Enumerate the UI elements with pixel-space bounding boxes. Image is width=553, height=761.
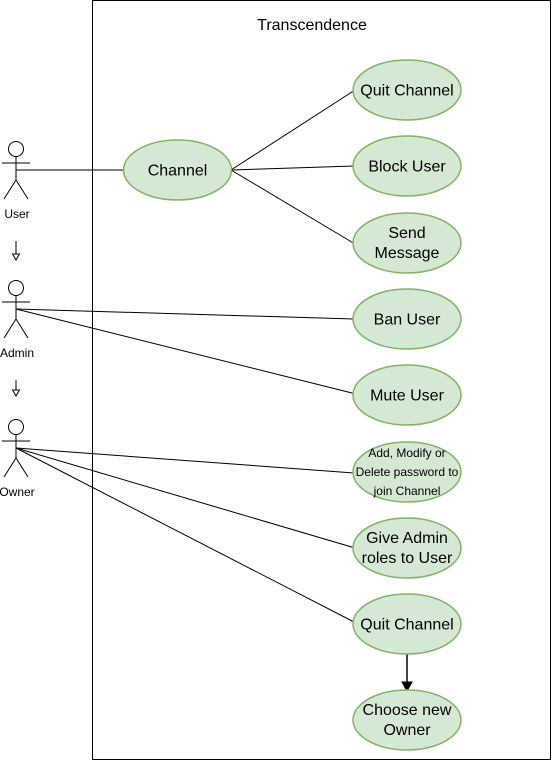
arrow-user-admin-head bbox=[11, 253, 21, 261]
actor-admin[interactable] bbox=[2, 280, 30, 339]
usecase-choose-new-owner-label-2: Owner bbox=[383, 722, 431, 739]
usecase-ban-user-label: Ban User bbox=[374, 312, 441, 329]
assoc-channel-quit bbox=[230, 89, 356, 171]
associations bbox=[15, 89, 357, 624]
usecase-block-user-label: Block User bbox=[368, 159, 446, 176]
usecase-password-label-3: join Channel bbox=[373, 484, 441, 498]
usecase-give-admin-label-2: roles to User bbox=[362, 550, 453, 567]
actor-owner-label: Owner bbox=[0, 485, 35, 499]
system-boundary bbox=[92, 0, 551, 760]
usecase-send-message-label-2: Message bbox=[375, 245, 440, 262]
usecase-password-label-1: Add, Modify or bbox=[368, 446, 445, 460]
system-title: Transcendence bbox=[257, 17, 367, 34]
usecase-mute-user-label: Mute User bbox=[370, 388, 444, 405]
usecase-quit-channel-owner-label: Quit Channel bbox=[360, 617, 453, 634]
assoc-channel-send bbox=[230, 169, 356, 245]
assoc-owner-give-admin bbox=[15, 447, 356, 549]
actor-owner[interactable] bbox=[2, 419, 30, 478]
actor-admin-head bbox=[8, 280, 24, 296]
actor-user-head bbox=[8, 141, 24, 157]
arrow-quit-to-choose-owner bbox=[401, 654, 413, 693]
assoc-admin-ban bbox=[15, 308, 355, 320]
usecase-quit-channel-label: Quit Channel bbox=[360, 83, 453, 100]
usecase-channel[interactable] bbox=[122, 139, 233, 201]
usecase-send-message-label-1: Send bbox=[388, 225, 425, 242]
actor-user-label: User bbox=[4, 207, 29, 221]
usecase-ban-user[interactable] bbox=[352, 288, 462, 350]
usecase-mute-user[interactable] bbox=[352, 364, 462, 426]
usecase-block-user[interactable] bbox=[352, 135, 462, 197]
arrow-admin-owner-head bbox=[11, 389, 21, 397]
usecase-channel-label: Channel bbox=[148, 163, 208, 180]
actor-generalizations bbox=[11, 241, 21, 397]
usecase-give-admin-label-1: Give Admin bbox=[366, 530, 448, 547]
usecase-password[interactable] bbox=[352, 441, 462, 503]
actor-owner-head bbox=[8, 419, 24, 435]
usecase-choose-new-owner[interactable] bbox=[352, 689, 462, 751]
use-cases bbox=[122, 59, 462, 751]
usecase-give-admin[interactable] bbox=[352, 517, 462, 579]
assoc-channel-block bbox=[230, 165, 355, 171]
actor-user[interactable] bbox=[2, 141, 30, 200]
usecase-quit-channel-owner[interactable] bbox=[352, 593, 462, 655]
usecase-password-label-2: Delete password to bbox=[356, 465, 459, 479]
usecase-choose-new-owner-label-1: Choose new bbox=[363, 702, 452, 719]
assoc-owner-password bbox=[15, 447, 355, 474]
assoc-owner-quit bbox=[15, 447, 357, 624]
usecase-quit-channel[interactable] bbox=[352, 59, 462, 121]
usecase-send-message[interactable] bbox=[352, 212, 462, 274]
assoc-admin-mute bbox=[15, 308, 357, 395]
actor-admin-label: Admin bbox=[0, 346, 34, 360]
